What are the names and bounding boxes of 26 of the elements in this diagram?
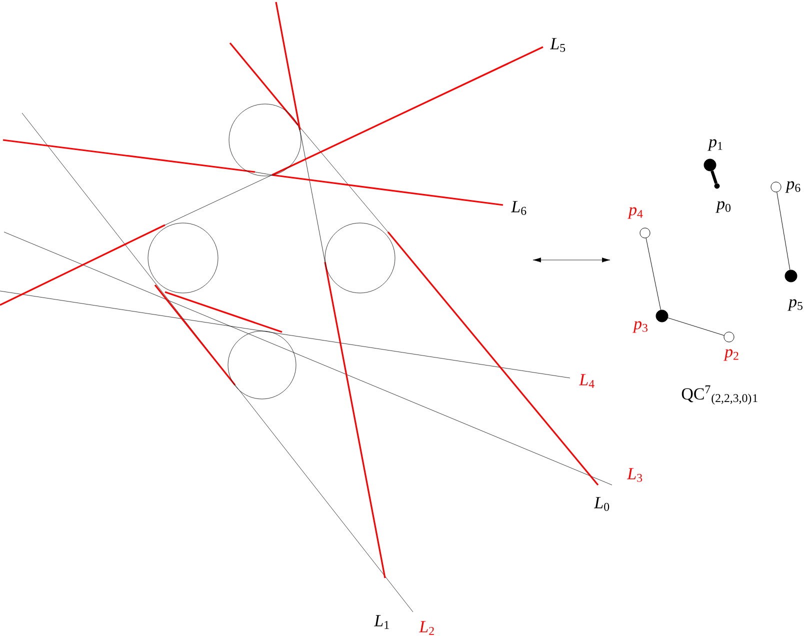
point-marker [714,183,720,189]
segment [710,170,718,184]
point-marker [770,182,782,192]
point-label: p$_{0}$ [716,201,730,213]
line-label: L$_{2}$ [419,621,434,635]
point-label: p$_{1}$ [708,139,722,151]
point-marker [640,228,650,238]
line-label: L$_{3}$ [627,468,642,482]
segment [646,238,661,310]
line-label: L$_{4}$ [579,374,594,388]
point-marker [784,270,798,282]
line-label: L$_{5}$ [550,38,566,52]
formula-label: QC$^{7}$(2,2,3,0)1 [682,385,758,405]
segment [776,192,790,270]
point-label: p$_{3}$ [632,321,648,333]
line-label: L$_{6}$ [511,201,526,215]
point-label: p$_{5}$ [788,299,802,311]
point-label: p$_{2}$ [724,349,738,361]
point-marker [704,158,716,172]
point-marker [724,332,734,342]
point-marker [656,310,668,322]
line-label: L$_{1}$ [374,615,389,629]
point-label: p$_{6}$ [785,181,800,193]
segment [668,318,724,336]
line-label: L$_{0}$ [594,497,610,511]
point-label: p$_{4}$ [628,207,643,219]
